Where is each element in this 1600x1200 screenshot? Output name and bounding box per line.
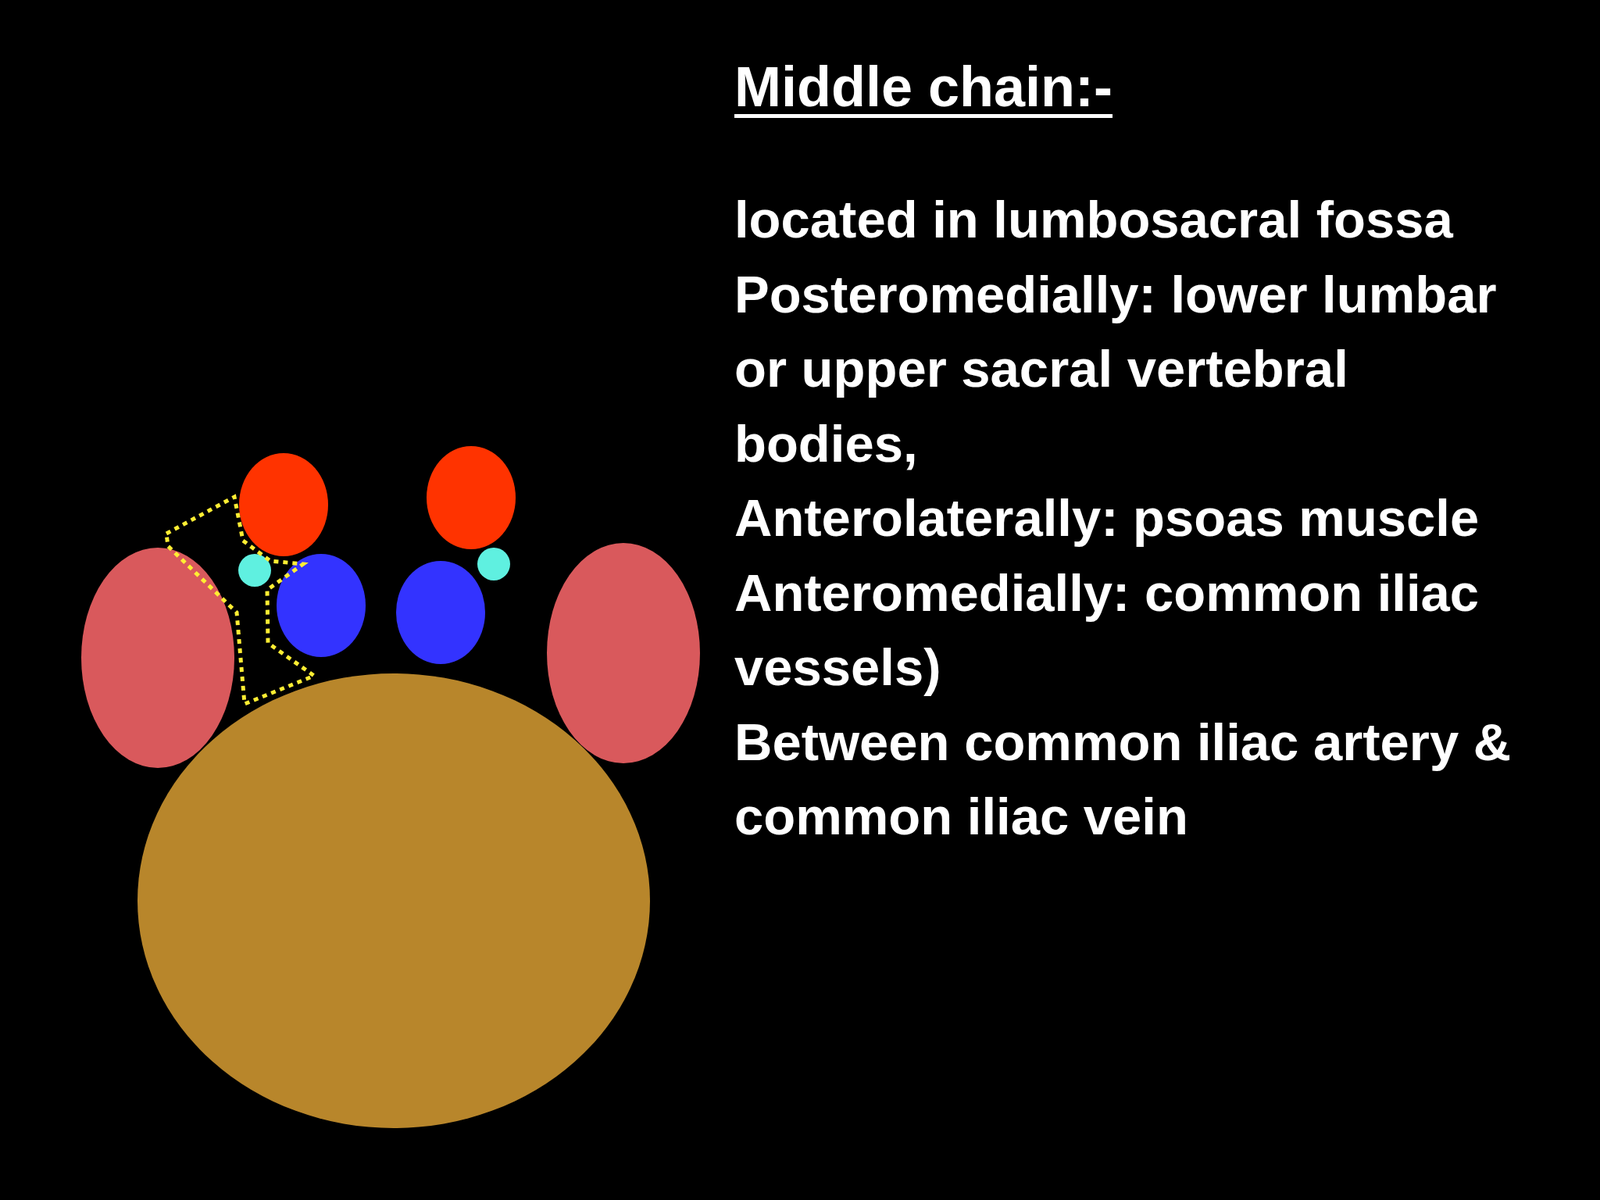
- lymph-node-region: [166, 496, 315, 704]
- body-text: Posteromedially: lower lumbar or upper s…: [734, 257, 1543, 482]
- common-iliac-artery: [426, 446, 516, 550]
- common-iliac-artery: [239, 453, 329, 557]
- ureter: [477, 547, 511, 581]
- body-text: Anteromedially: common iliac vessels): [734, 555, 1543, 705]
- body-text: located in lumbosacral fossa: [734, 182, 1543, 258]
- common-iliac-vein: [276, 553, 366, 658]
- psoas-muscle: [81, 547, 235, 768]
- text-column: located in lumbosacral fossaPosteromedia…: [734, 182, 1543, 854]
- slide-title: Middle chain:-: [734, 51, 1113, 122]
- body-text: Between common iliac artery & common ili…: [734, 704, 1543, 854]
- body-text: Anterolaterally: psoas muscle: [734, 480, 1543, 556]
- psoas-muscle: [546, 542, 700, 764]
- vertebral-body: [137, 673, 650, 1129]
- common-iliac-vein: [396, 560, 486, 665]
